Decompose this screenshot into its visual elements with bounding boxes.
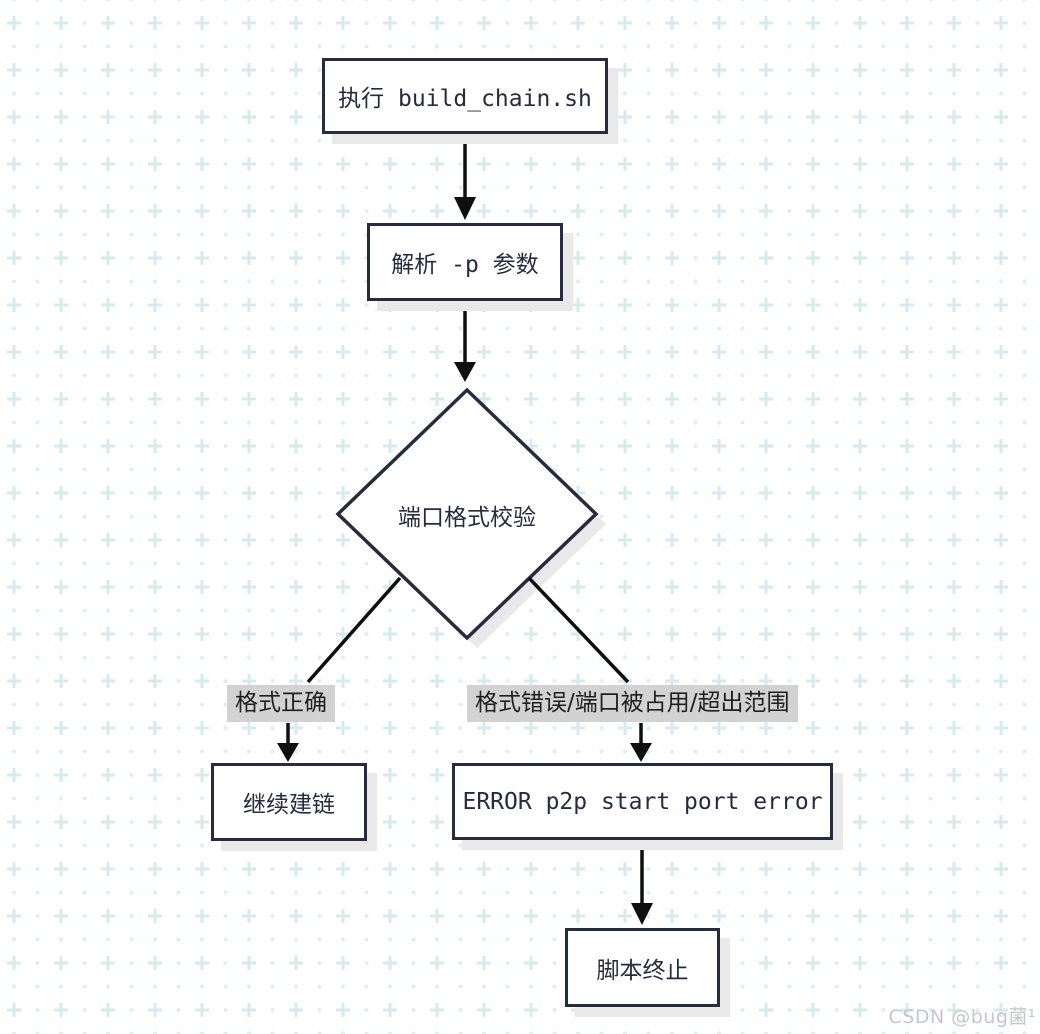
edge-decision-fail-line [527, 576, 630, 684]
arrow-fail-error-head [630, 743, 652, 762]
node-terminate: 脚本终止 [565, 928, 720, 1007]
node-error-label: ERROR p2p start port error [462, 788, 823, 815]
node-parse-label: 解析 -p 参数 [391, 252, 539, 278]
edge-decision-ok-line [306, 576, 402, 684]
node-terminate-label: 脚本终止 [596, 957, 689, 984]
arrow-ok-continue-head [277, 743, 299, 762]
node-start: 执行 build_chain.sh [322, 58, 608, 134]
edge-label-ok: 格式正确 [227, 685, 335, 722]
node-parse: 解析 -p 参数 [367, 223, 563, 301]
node-continue-label: 继续建链 [243, 792, 335, 818]
edge-label-fail: 格式错误/端口被占用/超出范围 [467, 685, 798, 722]
arrow-start-parse-head [454, 197, 476, 220]
node-decision-label: 端口格式校验 [398, 505, 536, 531]
arrow-parse-decision-head [454, 362, 476, 382]
node-continue: 继续建链 [211, 763, 367, 841]
arrow-error-terminate-head [631, 903, 653, 925]
node-error: ERROR p2p start port error [452, 763, 833, 840]
decision-diamond-shape [335, 387, 599, 641]
watermark: CSDN @bug菌¹ [888, 1006, 1036, 1028]
node-start-label: 执行 build_chain.sh [338, 86, 592, 112]
